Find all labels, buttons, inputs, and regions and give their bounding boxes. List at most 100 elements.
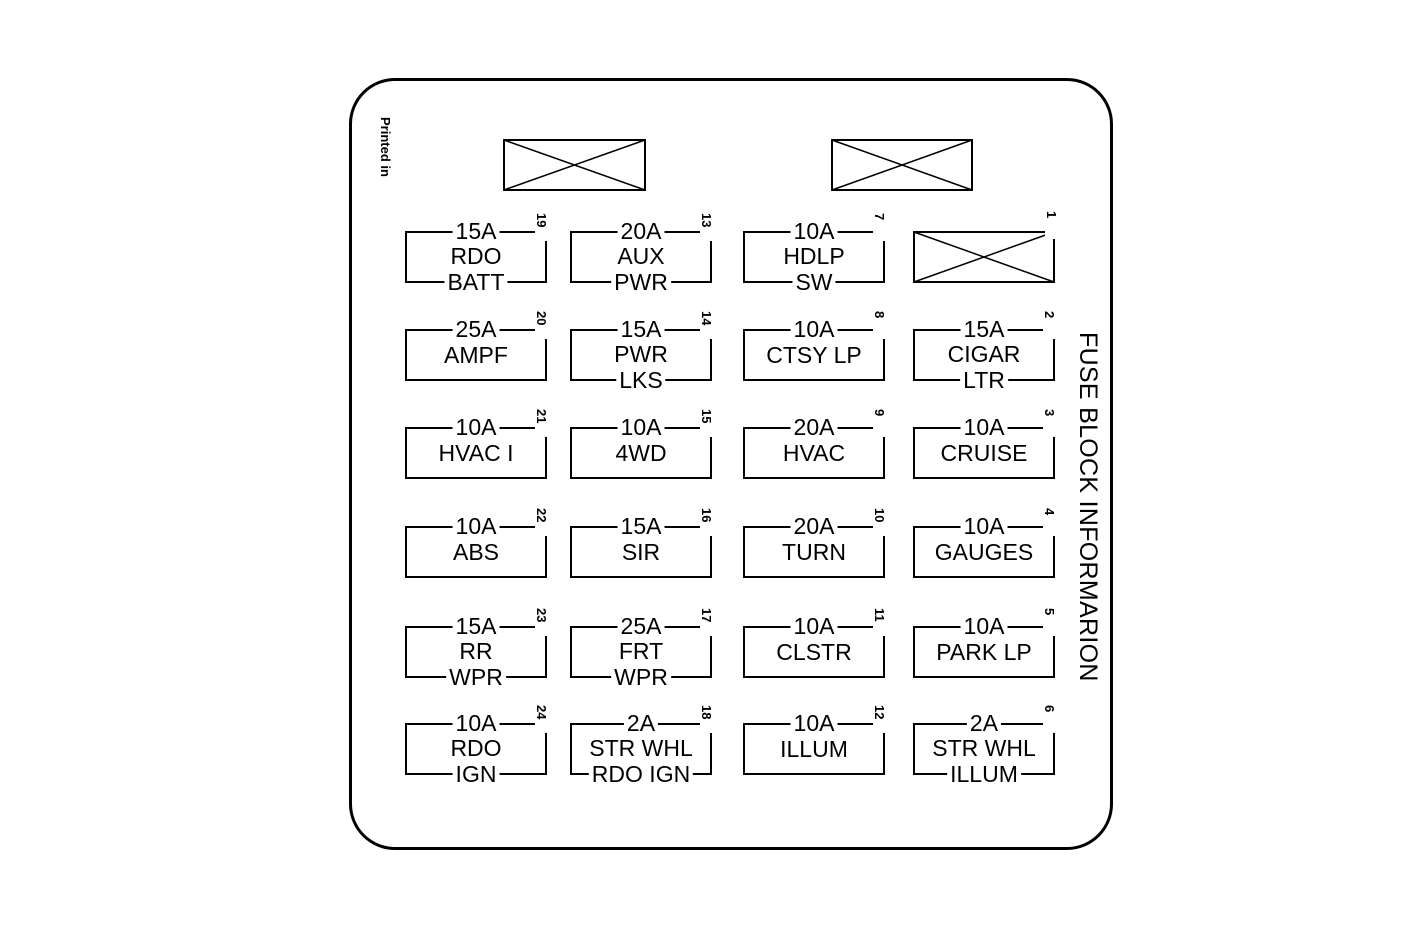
fuse-amperage: 10A <box>790 712 838 735</box>
fuse-number: 23 <box>534 608 549 636</box>
fuse-amperage: 10A <box>790 318 838 341</box>
fuse-amperage: 15A <box>617 318 665 341</box>
fuse-circuit-label: CIGAR <box>947 341 1021 367</box>
fuse-number: 20 <box>534 311 549 339</box>
fuse-amperage: 10A <box>960 615 1008 638</box>
printed-in-text: Printed in <box>378 117 393 177</box>
fuse-amperage: 10A <box>790 615 838 638</box>
fuse-number: 11 <box>872 608 887 636</box>
fuse-circuit-label: HVAC I <box>438 440 514 466</box>
fuse-circuit-label: CLSTR <box>776 639 852 665</box>
fuse-amperage: 2A <box>966 712 1002 735</box>
fuse-amperage: 2A <box>623 712 659 735</box>
fuse-circuit-label: 4WD <box>615 440 667 466</box>
fuse-amperage: 10A <box>452 515 500 538</box>
fuse-amperage: 10A <box>960 515 1008 538</box>
fuse-block-title-text: FUSE BLOCK INFORMARION <box>1074 332 1102 682</box>
fuse-circuit-label: RDO <box>450 735 502 761</box>
fuse-number: 17 <box>699 608 714 636</box>
fuse-circuit-sublabel: PWR <box>611 271 671 294</box>
fuse-circuit-sublabel: RDO IGN <box>588 763 694 786</box>
fuse-circuit-label: PARK LP <box>936 639 1032 665</box>
fuse-circuit-label: STR WHL <box>932 735 1036 761</box>
fuse-number: 16 <box>699 508 714 536</box>
fuse-circuit-sublabel: LKS <box>616 369 666 392</box>
fuse-amperage: 25A <box>617 615 665 638</box>
fuse-circuit-label: TURN <box>782 539 846 565</box>
fuse-number: 5 <box>1042 608 1057 636</box>
fuse-circuit-label: CRUISE <box>940 440 1028 466</box>
fuse-amperage: 15A <box>960 318 1008 341</box>
fuse-circuit-label: GAUGES <box>934 539 1034 565</box>
fuse-number: 4 <box>1042 508 1057 536</box>
printed-in-note: Printed in <box>371 117 393 197</box>
fuse-circuit-label: FRT <box>618 638 664 664</box>
fuse-number: 12 <box>872 705 887 733</box>
fuse-amperage: 10A <box>960 416 1008 439</box>
fuse-number: 6 <box>1042 705 1057 733</box>
fuse-amperage: 20A <box>790 416 838 439</box>
fuse-amperage: 15A <box>452 615 500 638</box>
fuse-number: 24 <box>534 705 549 733</box>
fuse-amperage: 20A <box>617 220 665 243</box>
fuse-number: 19 <box>534 213 549 241</box>
fuse-circuit-sublabel: IGN <box>452 763 500 786</box>
fuse-circuit-label: ILLUM <box>780 736 848 762</box>
fuse-amperage: 10A <box>452 416 500 439</box>
fuse-number: 2 <box>1042 311 1057 339</box>
fuse-number: 10 <box>872 508 887 536</box>
fuse-number: 18 <box>699 705 714 733</box>
fuse-amperage: 10A <box>452 712 500 735</box>
fuse-circuit-sublabel: WPR <box>446 666 506 689</box>
empty-slot-top-left <box>503 139 646 191</box>
fuse-circuit-sublabel: BATT <box>444 271 508 294</box>
fuse-amperage: 25A <box>452 318 500 341</box>
fuse-circuit-sublabel: WPR <box>611 666 671 689</box>
fuse-circuit-label: RDO <box>450 243 502 269</box>
fuse-number: 21 <box>534 409 549 437</box>
fuse-number: 15 <box>699 409 714 437</box>
fuse-block-title: FUSE BLOCK INFORMARION <box>1072 332 1106 684</box>
fuse-circuit-label: STR WHL <box>589 735 693 761</box>
fuse-number: 22 <box>534 508 549 536</box>
fuse-block-panel <box>349 78 1113 850</box>
fuse-circuit-label: AUX <box>617 243 665 269</box>
fuse-slot-empty <box>913 231 1055 283</box>
fuse-circuit-label: SIR <box>621 539 661 565</box>
fuse-amperage: 15A <box>452 220 500 243</box>
fuse-circuit-label: HVAC <box>782 440 846 466</box>
fuse-number: 3 <box>1042 409 1057 437</box>
fuse-circuit-label: ABS <box>452 539 500 565</box>
fuse-number: 13 <box>699 213 714 241</box>
fuse-circuit-label: RR <box>459 638 493 664</box>
fuse-circuit-label: AMPF <box>444 342 508 368</box>
fuse-amperage: 15A <box>617 515 665 538</box>
fuse-amperage: 20A <box>790 515 838 538</box>
fuse-circuit-sublabel: LTR <box>960 369 1008 392</box>
fuse-circuit-sublabel: SW <box>792 271 836 294</box>
empty-slot-top-right <box>831 139 973 191</box>
fuse-circuit-label: HDLP <box>783 243 845 269</box>
fuse-number: 7 <box>872 213 887 241</box>
fuse-circuit-label: PWR <box>614 341 668 367</box>
